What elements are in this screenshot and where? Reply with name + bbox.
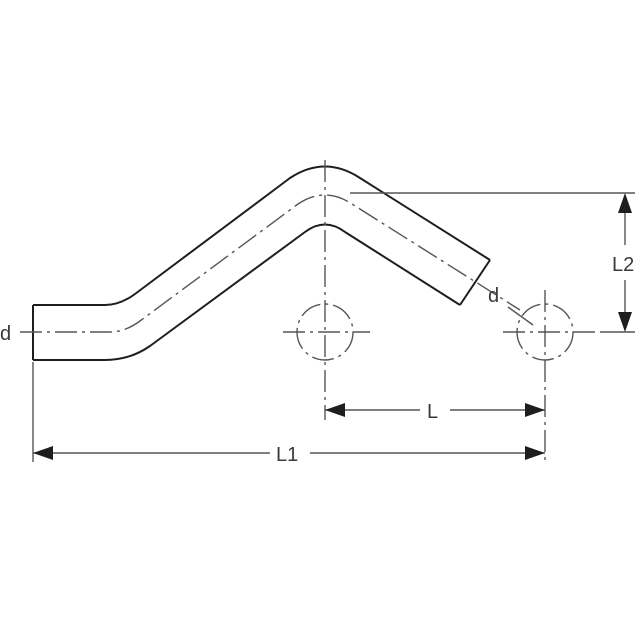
pipe-lower-edge — [33, 223, 461, 361]
dimension-l2: L2 — [612, 193, 634, 332]
label-d-right: d — [488, 285, 499, 307]
pipe-centerline — [20, 194, 521, 333]
dimension-l: L — [325, 401, 545, 423]
left-axis-circle — [283, 303, 370, 361]
label-l: L — [427, 401, 438, 423]
label-l1: L1 — [276, 444, 298, 466]
d-right-leader — [507, 306, 534, 326]
pipe-right-end — [459, 259, 491, 306]
label-l2: L2 — [612, 254, 634, 276]
dimension-l1: L1 — [33, 444, 545, 466]
label-d-left: d — [0, 323, 11, 345]
pipe-upper-edge — [33, 165, 491, 306]
right-axis-circle — [503, 290, 600, 465]
